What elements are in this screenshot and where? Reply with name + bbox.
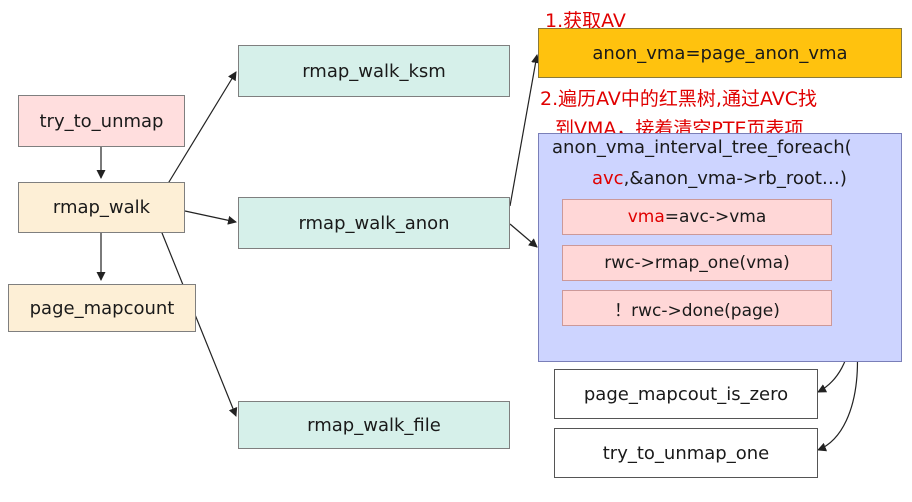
step1-note: 1.获取AV [545,10,626,32]
done-check-box: ！rwc->done(page) [562,290,832,326]
page-mapcout-is-zero-label: page_mapcout_is_zero [583,383,789,405]
rmap-walk-anon-box: rmap_walk_anon [238,197,510,249]
anon-vma-label: anon_vma=page_anon_vma [592,42,848,64]
vma-token: vma [627,207,665,227]
vma-assign-rest: =avc->vma [664,207,767,227]
rmap-walk-label: rmap_walk [52,197,151,218]
step2-note-line1: 2.遍历AV中的红黑树,通过AVC找 [540,88,817,110]
rmap-walk-anon-label: rmap_walk_anon [298,212,450,234]
page-mapcount-box: page_mapcount [8,284,196,332]
try-to-unmap-one-label: try_to_unmap_one [602,442,770,464]
rmap-walk-file-box: rmap_walk_file [238,401,510,449]
page-mapcout-is-zero-box: page_mapcout_is_zero [554,369,818,419]
rmap-one-label: rwc->rmap_one(vma) [604,253,790,273]
done-check-label: ！rwc->done(page) [614,300,780,321]
loop-header-line2: avc,&anon_vma->rb_root…) [592,168,847,189]
try-to-unmap-box: try_to_unmap [18,95,185,147]
rmap-one-box: rwc->rmap_one(vma) [562,245,832,281]
try-to-unmap-one-box: try_to_unmap_one [554,428,818,478]
arrow-rmap-walk-to-file [159,227,238,417]
arrow-anon-to-loop [509,223,538,248]
arrow-rmap-walk-to-ksm [157,71,237,201]
loop-avc-token: avc [592,168,624,189]
rmap-walk-ksm-label: rmap_walk_ksm [302,60,446,82]
vma-assign-box: vma=avc->vma [562,199,832,235]
rmap-walk-box: rmap_walk [18,182,185,233]
arrow-anon-to-anon-vma [509,54,541,207]
loop-header-line1: anon_vma_interval_tree_foreach( [552,137,852,158]
try-to-unmap-label: try_to_unmap [39,110,164,132]
page-mapcount-label: page_mapcount [29,297,175,319]
rmap-walk-file-label: rmap_walk_file [307,414,441,436]
vma-assign-label: vma=avc->vma [628,207,767,227]
loop-header-rest: ,&anon_vma->rb_root…) [623,168,847,189]
arrow-rmap-walk-to-anon [184,210,237,225]
anon-vma-box: anon_vma=page_anon_vma [538,28,902,78]
rmap-walk-ksm-box: rmap_walk_ksm [238,45,510,97]
